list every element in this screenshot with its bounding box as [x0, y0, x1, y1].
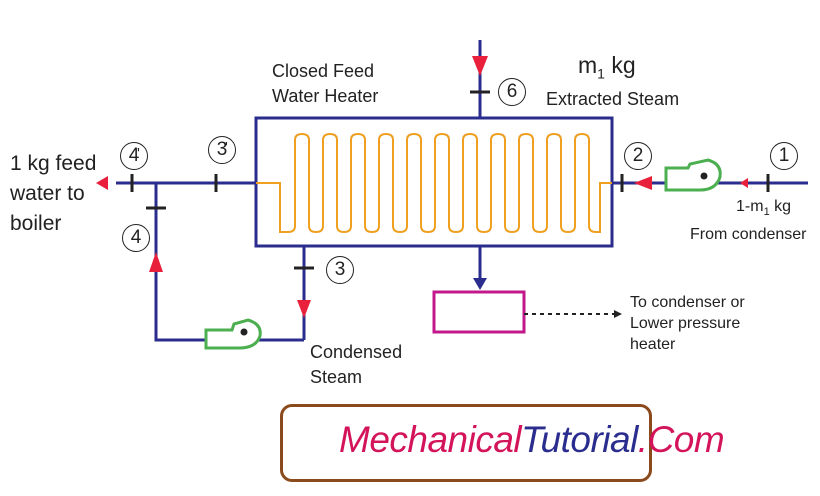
- feed-line3: boiler: [10, 212, 62, 235]
- state-point-1: 1: [770, 142, 798, 170]
- condenser-mass: 1-m1 kg: [736, 198, 791, 219]
- drain-outlet-arrow: [473, 278, 487, 290]
- m1-unit: kg: [611, 52, 636, 78]
- logo-part-com: .Com: [637, 419, 725, 460]
- state-point-4: 4: [122, 224, 150, 252]
- inlet-arrow-1: [740, 178, 748, 188]
- to-condenser-line3: heater: [630, 336, 676, 353]
- pump-return-pipe: [154, 183, 304, 342]
- m1-subscript: 1: [597, 65, 605, 82]
- to-condenser-line1: To condenser or: [630, 294, 745, 311]
- cond-mass-b: kg: [769, 198, 792, 215]
- feed-line1: 1 kg feed: [10, 152, 97, 175]
- condensed-line1: Condensed: [310, 342, 403, 362]
- logo-part-mechanical: Mechanical: [339, 419, 522, 460]
- state-point-6: 6: [498, 78, 526, 106]
- to-condenser-line2: Lower pressure: [630, 315, 741, 332]
- outlet-arrow: [96, 176, 108, 190]
- drain-box-dashed-arrow: [614, 310, 622, 318]
- drain-pump-icon: [204, 318, 262, 350]
- state-point-4-prime: 4: [120, 141, 148, 170]
- state-point-3: 3: [326, 256, 354, 284]
- drain-box: [432, 290, 526, 334]
- heater-title-line1: Closed Feed: [272, 61, 375, 81]
- logo-banner: MechanicalTutorial.Com: [280, 404, 725, 482]
- feed-pump-icon: [664, 158, 722, 192]
- cond-mass-a: 1-m: [736, 198, 764, 215]
- heater-title-line2: Water Heater: [272, 86, 379, 106]
- drain-arrow: [297, 300, 311, 318]
- steam-arrow: [472, 56, 488, 76]
- return-arrow: [149, 252, 163, 272]
- cond-mass-sub: 1: [763, 206, 770, 219]
- state-point-3-prime: 3: [208, 135, 236, 164]
- state-point-2: 2: [624, 142, 652, 170]
- extracted-mass: m1 kg: [578, 52, 636, 82]
- feed-line2: water to: [10, 182, 85, 205]
- state-ticks: [130, 90, 770, 270]
- flow-arrows: [96, 56, 748, 318]
- heater-coil: [256, 132, 612, 234]
- logo-part-tutorial: Tutorial: [521, 419, 638, 460]
- condensed-line2: Steam: [310, 367, 363, 387]
- m1-symbol: m: [578, 52, 598, 78]
- logo-text: MechanicalTutorial.Com: [339, 419, 725, 461]
- inlet-arrow-2: [634, 176, 652, 190]
- from-condenser-label: From condenser: [690, 226, 807, 243]
- extracted-steam-label: Extracted Steam: [546, 89, 680, 109]
